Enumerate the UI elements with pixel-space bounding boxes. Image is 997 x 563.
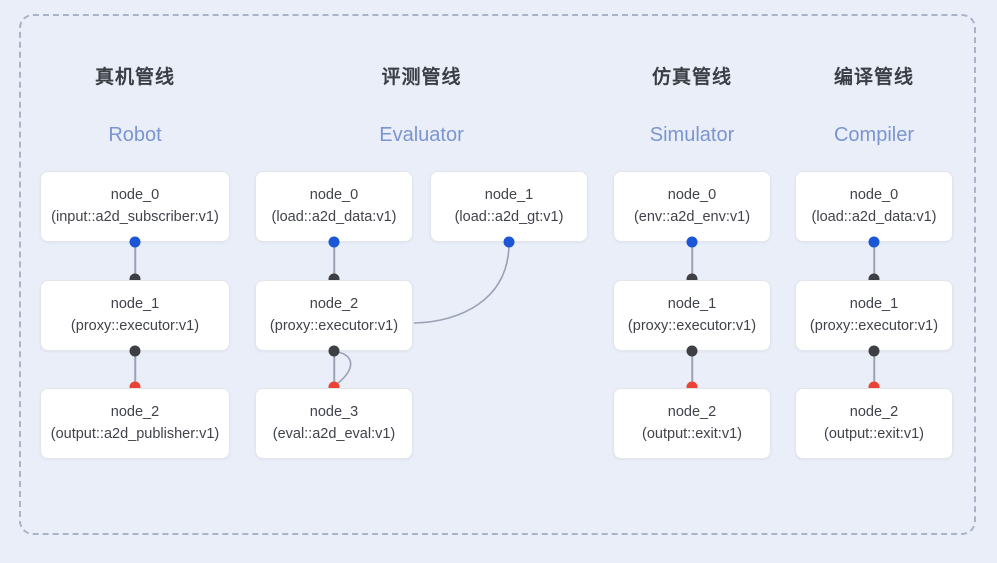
column-title-en-robot: Robot <box>108 124 162 146</box>
column-title-en-simulator: Simulator <box>649 124 735 146</box>
node-name: node_2 <box>309 296 359 313</box>
port-mid-robot-1-bottom[interactable] <box>129 345 141 357</box>
column-title-cn-compiler: 编译管线 <box>833 67 914 88</box>
node-evaluator-0[interactable]: node_0 (load::a2d_data:v1) <box>255 171 413 242</box>
port-mid-simulator-1-top[interactable] <box>686 273 698 285</box>
edge-compiler-1-2 <box>873 350 875 388</box>
node-name: node_0 <box>110 187 160 204</box>
port-output-simulator-2[interactable] <box>686 381 698 393</box>
column-title-en-evaluator: Evaluator <box>379 124 464 146</box>
column-title-cn-robot: 真机管线 <box>94 67 175 88</box>
node-name: node_0 <box>309 187 359 204</box>
node-robot-1[interactable]: node_1 (proxy::executor:v1) <box>40 280 230 351</box>
port-output-robot-2[interactable] <box>129 381 141 393</box>
node-signature: (output::exit:v1) <box>824 425 924 442</box>
column-title-cn-simulator: 仿真管线 <box>651 67 732 88</box>
column-header-evaluator: 评测管线 <box>255 62 588 89</box>
edge-compiler-0-1 <box>873 242 875 280</box>
node-name: node_3 <box>309 404 359 421</box>
node-signature: (proxy::executor:v1) <box>269 317 399 334</box>
column-header-robot: 真机管线 <box>40 62 230 89</box>
node-compiler-1[interactable]: node_1 (proxy::executor:v1) <box>795 280 953 351</box>
node-simulator-0[interactable]: node_0 (env::a2d_env:v1) <box>613 171 771 242</box>
node-signature: (input::a2d_subscriber:v1) <box>51 208 219 225</box>
edge-simulator-0-1 <box>691 242 693 280</box>
port-input-compiler-0[interactable] <box>868 236 880 248</box>
port-mid-compiler-1-bottom[interactable] <box>868 345 880 357</box>
node-simulator-1[interactable]: node_1 (proxy::executor:v1) <box>613 280 771 351</box>
node-signature: (load::a2d_data:v1) <box>811 208 937 225</box>
port-output-compiler-2[interactable] <box>868 381 880 393</box>
node-compiler-2[interactable]: node_2 (output::exit:v1) <box>795 388 953 459</box>
column-subtitle-evaluator: Evaluator <box>255 124 588 147</box>
node-name: node_1 <box>484 187 534 204</box>
node-signature: (proxy::executor:v1) <box>70 317 200 334</box>
node-signature: (load::a2d_gt:v1) <box>454 208 564 225</box>
node-evaluator-2[interactable]: node_2 (proxy::executor:v1) <box>255 280 413 351</box>
port-output-evaluator-3[interactable] <box>328 381 340 393</box>
node-name: node_2 <box>110 404 160 421</box>
column-title-cn-evaluator: 评测管线 <box>381 67 462 88</box>
node-signature: (eval::a2d_eval:v1) <box>272 425 396 442</box>
column-subtitle-simulator: Simulator <box>613 124 771 147</box>
node-signature: (load::a2d_data:v1) <box>271 208 397 225</box>
port-mid-robot-1-top[interactable] <box>129 273 141 285</box>
node-signature: (proxy::executor:v1) <box>627 317 757 334</box>
node-evaluator-3[interactable]: node_3 (eval::a2d_eval:v1) <box>255 388 413 459</box>
node-robot-2[interactable]: node_2 (output::a2d_publisher:v1) <box>40 388 230 459</box>
column-title-en-compiler: Compiler <box>833 124 915 146</box>
edge-evaluator-2-3 <box>333 350 335 388</box>
node-signature: (proxy::executor:v1) <box>809 317 939 334</box>
port-mid-evaluator-2-bottom[interactable] <box>328 345 340 357</box>
column-subtitle-compiler: Compiler <box>795 124 953 147</box>
edge-robot-1-2 <box>134 350 136 388</box>
node-robot-0[interactable]: node_0 (input::a2d_subscriber:v1) <box>40 171 230 242</box>
port-input-evaluator-0[interactable] <box>328 236 340 248</box>
node-name: node_2 <box>849 404 899 421</box>
node-name: node_0 <box>667 187 717 204</box>
node-compiler-0[interactable]: node_0 (load::a2d_data:v1) <box>795 171 953 242</box>
node-name: node_2 <box>667 404 717 421</box>
port-input-evaluator-gt[interactable] <box>503 236 515 248</box>
column-subtitle-robot: Robot <box>40 124 230 147</box>
edge-robot-0-1 <box>134 242 136 280</box>
port-mid-evaluator-2-top[interactable] <box>328 273 340 285</box>
column-header-compiler: 编译管线 <box>795 62 953 89</box>
node-evaluator-gt[interactable]: node_1 (load::a2d_gt:v1) <box>430 171 588 242</box>
column-header-simulator: 仿真管线 <box>613 62 771 89</box>
edge-evaluator-0-2 <box>333 242 335 280</box>
port-input-simulator-0[interactable] <box>686 236 698 248</box>
port-mid-compiler-1-top[interactable] <box>868 273 880 285</box>
node-simulator-2[interactable]: node_2 (output::exit:v1) <box>613 388 771 459</box>
node-signature: (output::a2d_publisher:v1) <box>50 425 220 442</box>
diagram-dashed-frame <box>19 14 976 535</box>
edge-simulator-1-2 <box>691 350 693 388</box>
node-name: node_1 <box>667 296 717 313</box>
port-mid-simulator-1-bottom[interactable] <box>686 345 698 357</box>
node-name: node_1 <box>110 296 160 313</box>
node-name: node_1 <box>849 296 899 313</box>
node-signature: (env::a2d_env:v1) <box>633 208 751 225</box>
node-name: node_0 <box>849 187 899 204</box>
node-signature: (output::exit:v1) <box>642 425 742 442</box>
port-input-robot-0[interactable] <box>129 236 141 248</box>
